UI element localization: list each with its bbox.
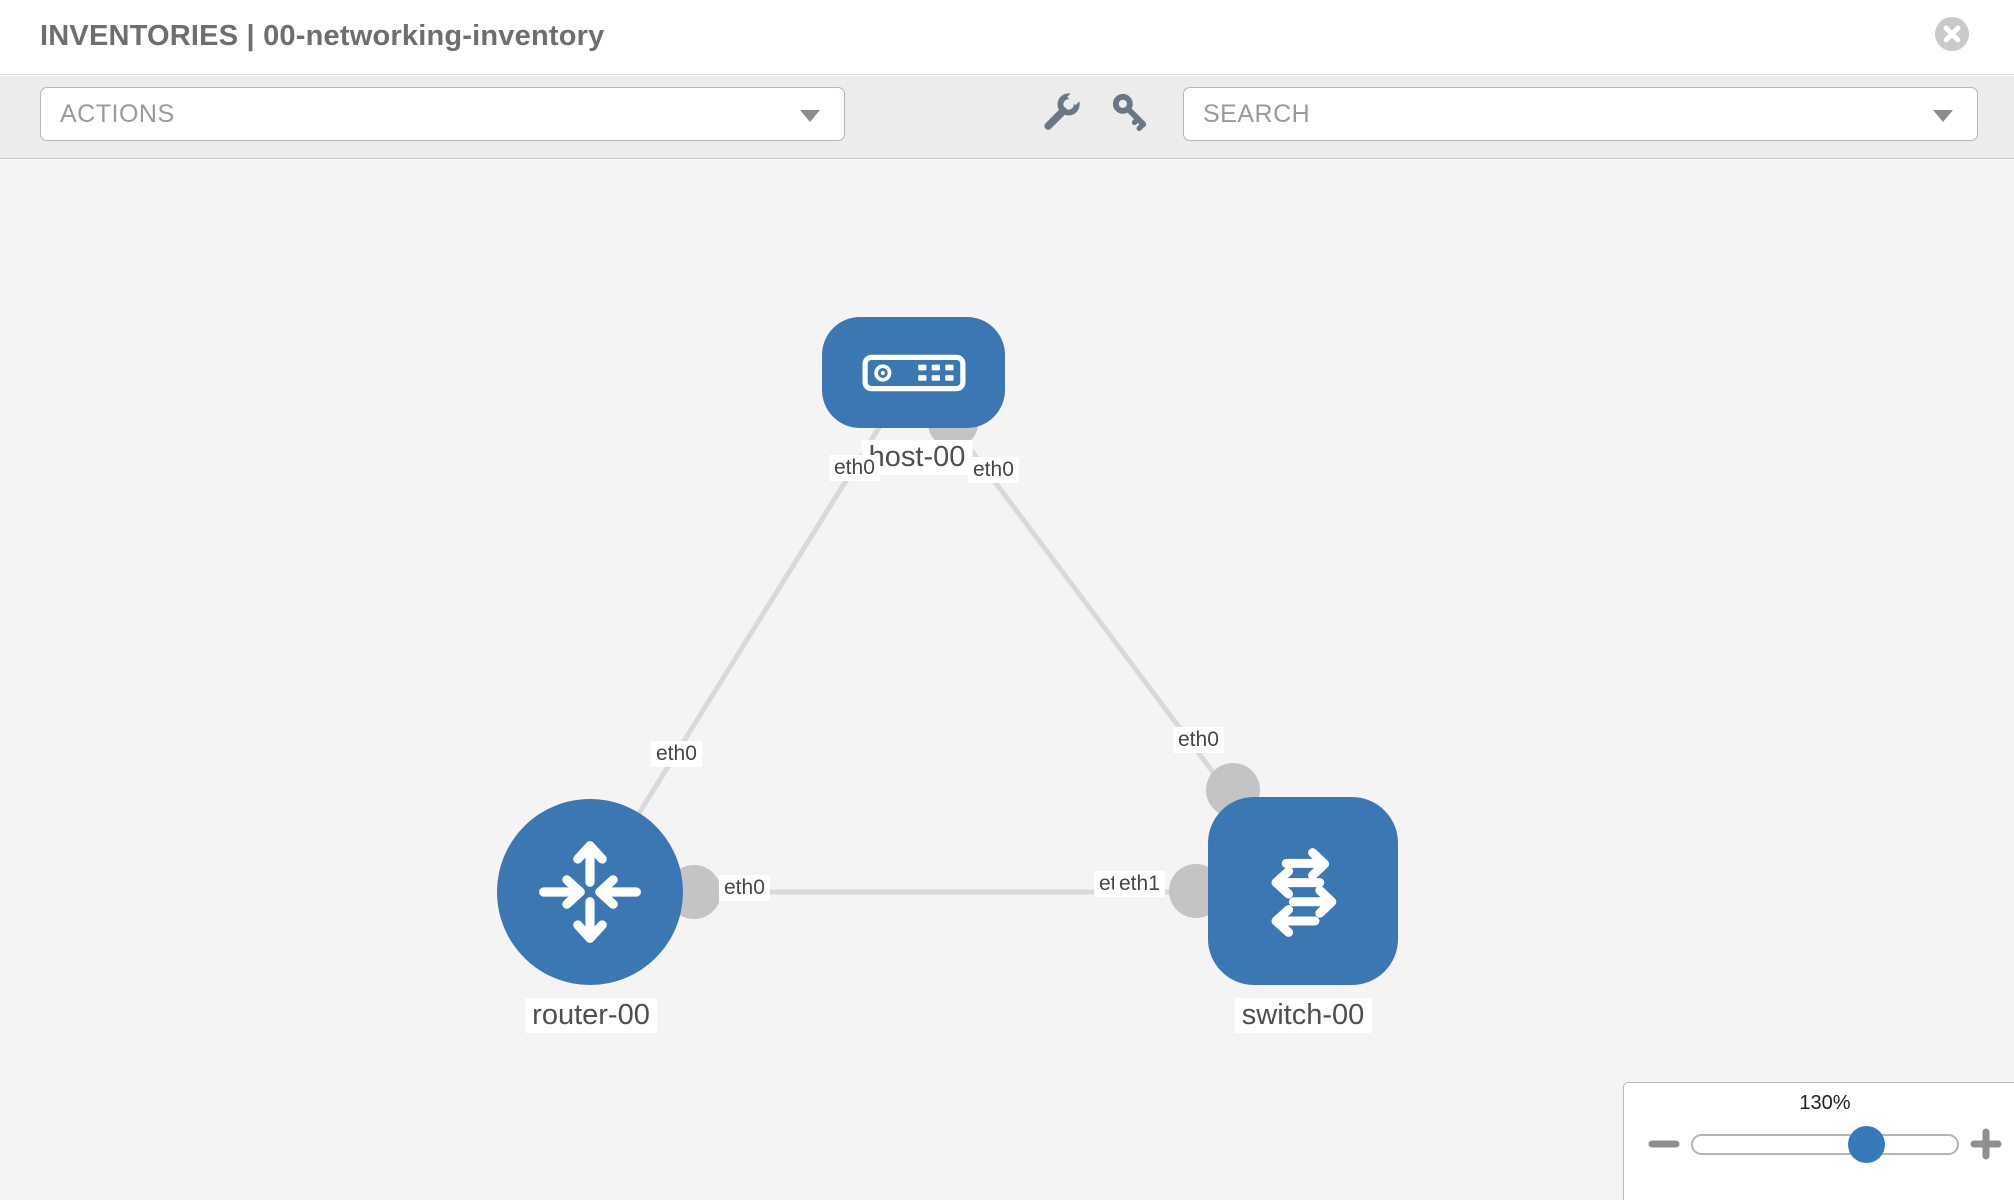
key-icon [1112,93,1147,131]
zoom-out-button[interactable] [1648,1128,1680,1160]
router-icon [539,841,641,943]
interface-label-host-right: eth0 [968,457,1019,483]
tools-button[interactable] [1038,89,1084,136]
plus-icon [1970,1128,2002,1160]
close-button[interactable] [1935,17,1969,51]
host-icon [862,354,965,391]
header: INVENTORIES | 00-networking-inventory [0,0,2014,75]
switch-icon [1271,848,1337,937]
search-dropdown-label: SEARCH [1203,100,1311,128]
toolbar: ACTIONS SEARCH [0,76,2014,159]
minus-icon [1648,1140,1680,1148]
chevron-down-icon [800,110,820,122]
close-icon [1943,25,1961,43]
interface-label-router-top: eth0 [651,741,702,767]
wrench-icon [1044,89,1083,130]
zoom-slider-thumb[interactable] [1848,1126,1885,1163]
node-router-00[interactable] [497,799,683,985]
key-button[interactable] [1108,90,1154,136]
chevron-down-icon [1933,110,1953,122]
zoom-in-button[interactable] [1970,1128,2002,1160]
actions-dropdown-label: ACTIONS [60,100,175,128]
topology-canvas[interactable]: host-00 router-00 switch-00 eth0 eth0 et… [0,160,2014,1200]
actions-dropdown[interactable]: ACTIONS [40,87,845,141]
node-host-00[interactable] [822,317,1005,428]
page-title: INVENTORIES | 00-networking-inventory [40,20,605,52]
node-label-host: host-00 [861,440,973,475]
zoom-slider[interactable] [1691,1126,1959,1163]
node-label-switch: switch-00 [1234,998,1372,1033]
interface-label-host-left: eth0 [829,455,880,481]
interface-label-switch-left: eth1 [1114,871,1165,897]
zoom-level: 130% [1799,1092,1851,1114]
interface-label-router-right: eth0 [719,875,770,901]
interface-label-switch-top: eth0 [1173,727,1224,753]
search-dropdown[interactable]: SEARCH [1183,87,1978,141]
zoom-panel: 130% [1623,1082,2014,1200]
topology-links [587,371,1305,919]
node-label-router: router-00 [525,998,657,1033]
node-switch-00[interactable] [1208,797,1398,985]
